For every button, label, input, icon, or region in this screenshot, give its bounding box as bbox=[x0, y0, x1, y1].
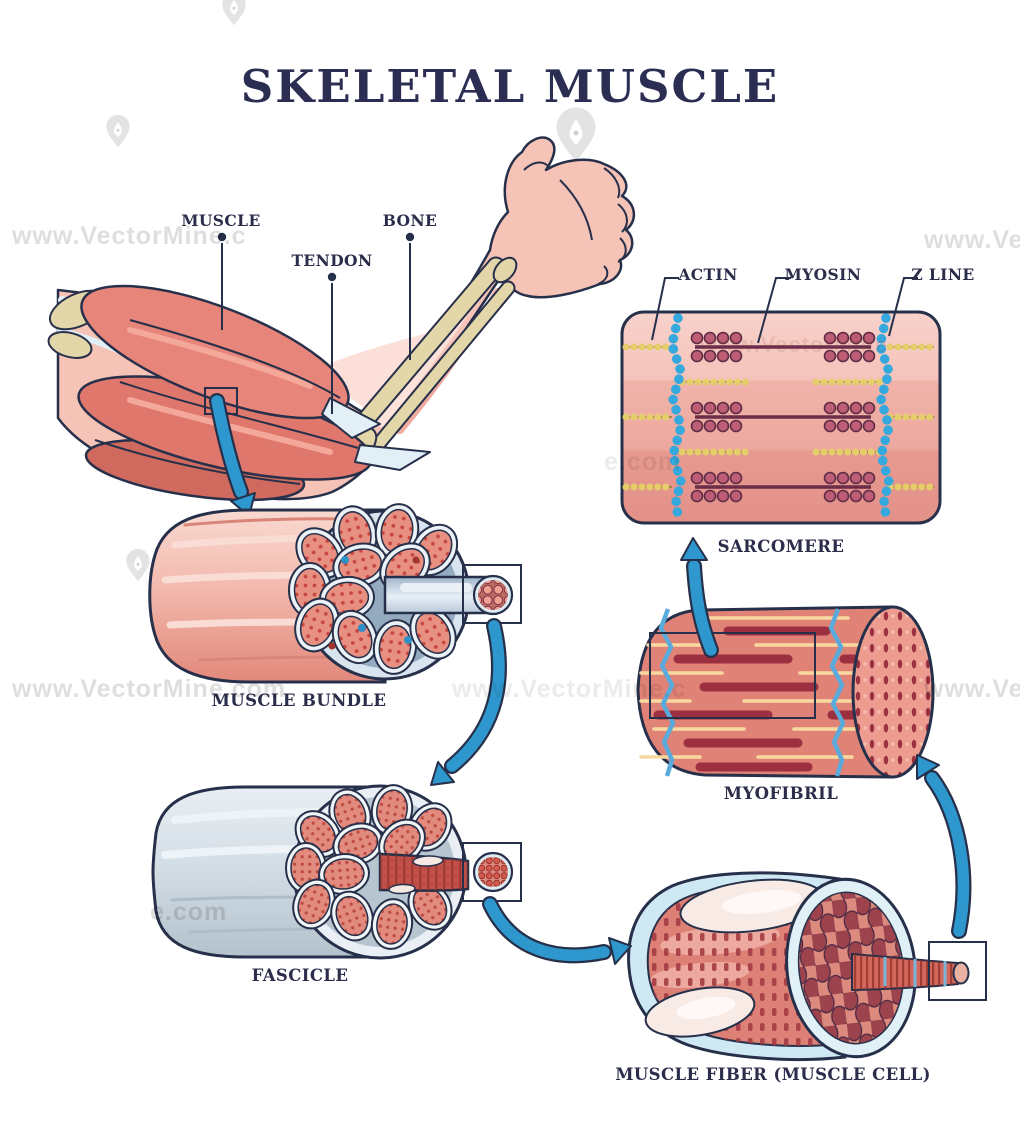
arrow-myofibril-to-sarcomere bbox=[680, 537, 719, 658]
myofibril-z-lines bbox=[658, 608, 846, 777]
watermark-text: www.VectorMine bbox=[700, 332, 889, 357]
label-actin: ACTIN bbox=[678, 265, 738, 284]
bundle-mini-cross-section bbox=[472, 574, 514, 616]
fascicle-illustration bbox=[151, 780, 522, 960]
caption-muscle-bundle: MUSCLE BUNDLE bbox=[211, 691, 387, 710]
myofibril-bands bbox=[639, 616, 872, 772]
hand-finger-lines bbox=[523, 161, 628, 285]
arrow-fiber-to-myofibril bbox=[916, 754, 972, 939]
muscle-fiber-illustration bbox=[627, 871, 987, 1062]
arm-illustration bbox=[47, 136, 635, 502]
caption-sarcomere: SARCOMERE bbox=[717, 537, 845, 556]
fiber-myofibril-tube bbox=[851, 952, 970, 992]
sarcomere-leader-lines bbox=[651, 277, 918, 344]
arm-muscles bbox=[77, 284, 373, 502]
myofibril-illustration bbox=[636, 605, 935, 779]
label-muscle: MUSCLE bbox=[181, 211, 261, 230]
label-myosin: MYOSIN bbox=[784, 265, 862, 284]
fascicle-fiber-tube bbox=[378, 852, 470, 895]
watermark-text: www.VectorMine.c bbox=[452, 675, 687, 703]
label-bone: BONE bbox=[382, 211, 438, 230]
fascicle-mini-cross-section bbox=[472, 851, 514, 893]
arm-leader-dots bbox=[217, 232, 415, 282]
sarcomere-highlight-rect bbox=[649, 632, 816, 719]
bundle-fascicle-tube bbox=[383, 575, 492, 615]
label-tendon: TENDON bbox=[291, 251, 373, 270]
caption-fascicle: FASCICLE bbox=[251, 966, 349, 985]
sarcomere-panel bbox=[620, 277, 942, 525]
caption-myofibril: MYOFIBRIL bbox=[723, 784, 839, 803]
watermark-text: e.com bbox=[150, 898, 228, 926]
myofibril-body bbox=[636, 605, 895, 779]
watermark-text: www.Vec bbox=[924, 675, 1020, 703]
fiber-nuclei bbox=[644, 878, 825, 1038]
caption-muscle-fiber: MUSCLE FIBER (MUSCLE CELL) bbox=[615, 1065, 931, 1084]
watermark-text: www.VectorMine.com bbox=[12, 675, 287, 703]
bundle-vessels bbox=[328, 556, 420, 650]
arrow-bundle-to-fascicle bbox=[430, 618, 507, 786]
label-z-line: Z LINE bbox=[911, 265, 975, 284]
actin-filaments bbox=[622, 343, 938, 491]
watermark-text: e.com bbox=[604, 448, 682, 476]
arrow-fascicle-to-fiber bbox=[482, 896, 632, 965]
page-title: SKELETAL MUSCLE bbox=[240, 60, 780, 113]
watermark-text: www.VectorMine.c bbox=[12, 222, 247, 250]
fiber-inset-square bbox=[928, 941, 987, 1001]
muscle-bundle-illustration bbox=[148, 499, 522, 684]
tendon-shapes bbox=[321, 397, 431, 471]
watermark-text: www.Vec bbox=[924, 226, 1020, 254]
z-line-filaments bbox=[667, 313, 894, 523]
myofibril-face bbox=[851, 605, 935, 779]
arm-leader-lines bbox=[221, 243, 411, 414]
